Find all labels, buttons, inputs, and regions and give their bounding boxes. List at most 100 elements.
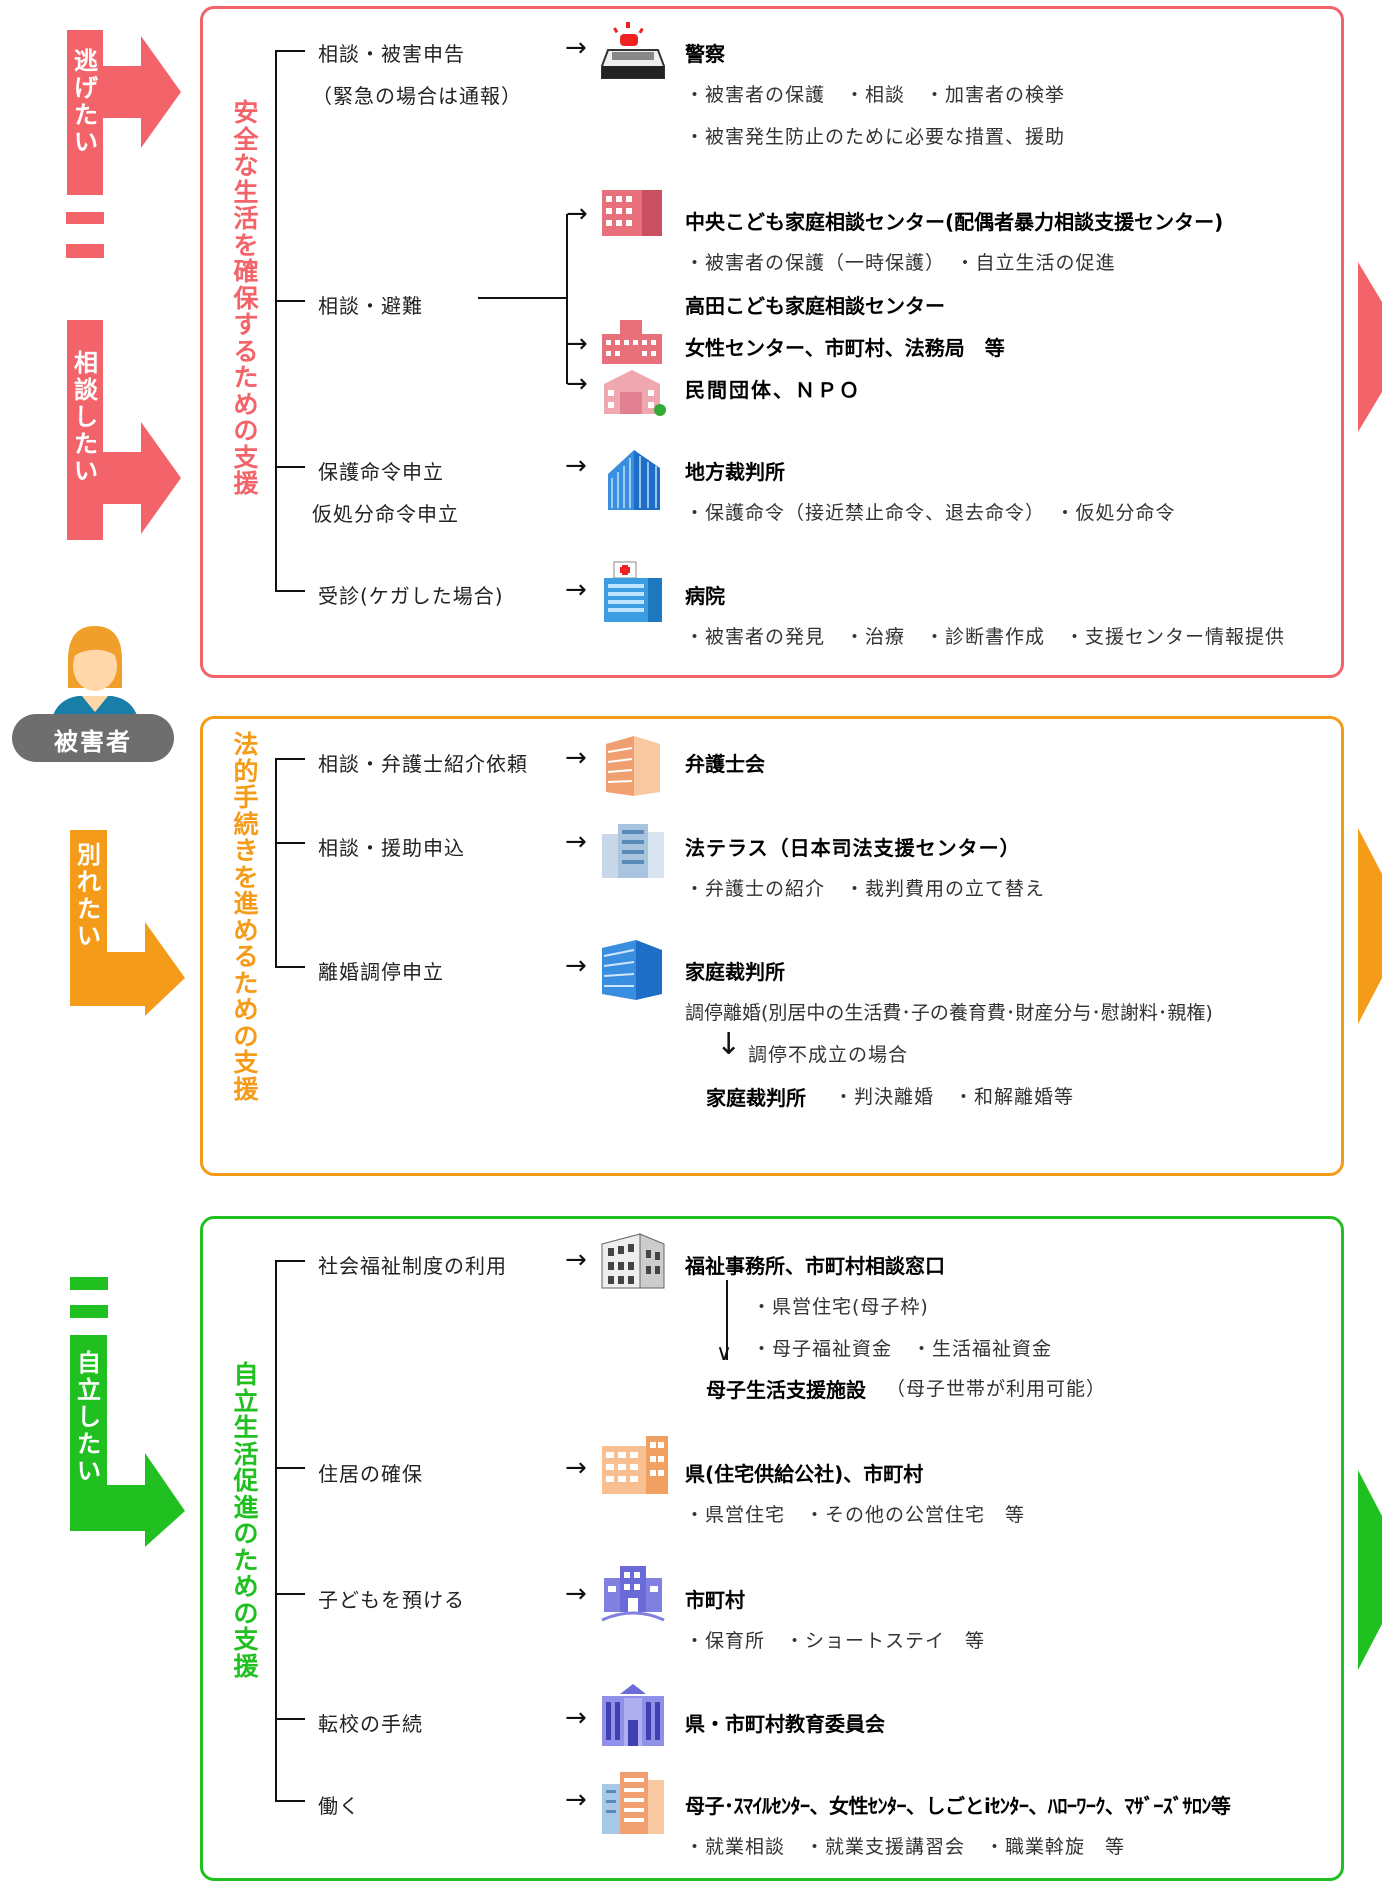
safe-branch-3 [275, 466, 305, 468]
safe-req-1a: 相談・被害申告 [318, 42, 465, 66]
hou-terrace-name: 法テラス（日本司法支援センター） [685, 836, 1021, 860]
arrow-icon: → [565, 743, 587, 773]
indep-req-5: 働く [318, 1794, 360, 1818]
school-board-building-icon [602, 1684, 664, 1746]
women-center-building-icon [602, 320, 662, 364]
indep-req-4: 転校の手続 [318, 1712, 423, 1736]
school-board-name: 県・市町村教育委員会 [685, 1712, 885, 1736]
indep-branch-4 [275, 1718, 305, 1720]
legal-right-arrow-icon [1358, 828, 1382, 1024]
legal-req-3: 離婚調停申立 [318, 960, 444, 984]
equals-sign-red [66, 212, 104, 224]
legal-support-box [200, 716, 1344, 1176]
court-building-icon [608, 450, 660, 510]
consult-label: 相談したい [74, 349, 98, 485]
legal-req-1: 相談・弁護士紹介依頼 [318, 752, 528, 776]
housing-items: ・県営住宅 ・その他の公営住宅 等 [685, 1504, 1026, 1526]
bar-association-name: 弁護士会 [685, 752, 765, 776]
nursery-building-icon [601, 1566, 665, 1622]
arrow-icon: → [566, 369, 588, 399]
arrow-icon: → [565, 33, 587, 63]
safe-req-3a: 保護命令申立 [318, 460, 444, 484]
bar-association-building-icon [606, 736, 660, 796]
district-court-name: 地方裁判所 [685, 460, 785, 484]
welfare-item-1: ・県営住宅(母子枠) [752, 1296, 929, 1318]
police-car-icon [601, 22, 665, 79]
hospital-items: ・被害者の発見 ・治療 ・診断書作成 ・支援センター情報提供 [685, 626, 1286, 648]
family-court-items: 調停離婚(別居中の生活費･子の養育費･財産分与･慰謝料･親権) [685, 1002, 1213, 1024]
separate-label: 別れたい [77, 841, 101, 950]
employment-centers-name: 母子･ｽﾏｲﾙｾﾝﾀｰ、女性ｾﾝﾀｰ、しごとiｾﾝﾀｰ、ﾊﾛｰﾜｰｸ、ﾏｻﾞｰｽ… [685, 1794, 1231, 1818]
central-family-center-name: 中央こども家庭相談センター(配偶者暴力相談支援センター) [685, 210, 1224, 234]
indep-tree-trunk [275, 1260, 277, 1800]
family-court-name-2: 家庭裁判所 [706, 1086, 806, 1110]
legal-tree-trunk [275, 758, 277, 968]
shelter-connector [478, 297, 568, 299]
equals-sign-red-lower [66, 244, 104, 258]
municipality-name: 市町村 [685, 1588, 745, 1612]
welfare-office-name: 福祉事務所、市町村相談窓口 [685, 1254, 945, 1278]
police-name: 警察 [685, 42, 725, 66]
indep-req-3: 子どもを預ける [318, 1588, 465, 1612]
victim-label: 被害者 [54, 728, 132, 756]
independence-right-arrow-icon [1358, 1470, 1382, 1670]
police-item-2: ・被害発生防止のために必要な措置、援助 [685, 126, 1066, 148]
arrow-icon: → [566, 329, 588, 359]
legal-branch-1 [275, 758, 305, 760]
central-family-center-items: ・被害者の保護（一時保護） ・自立生活の促進 [685, 252, 1116, 274]
safe-req-4: 受診(ケガした場合) [318, 584, 504, 608]
arrow-icon: → [565, 951, 587, 981]
hospital-icon [604, 561, 662, 622]
independence-support-box [200, 1216, 1344, 1881]
safe-req-2: 相談・避難 [318, 294, 423, 318]
flee-arrow [67, 30, 181, 195]
welfare-office-building-icon [601, 1233, 665, 1289]
arrow-icon: → [565, 1579, 587, 1609]
housing-provider-name: 県(住宅供給公社)、市町村 [685, 1462, 924, 1486]
safe-support-title: 安全な生活を確保するための支援 [233, 98, 259, 498]
arrow-icon: → [565, 451, 587, 481]
safe-req-1b: （緊急の場合は通報） [312, 84, 522, 108]
district-court-items: ・保護命令（接近禁止命令、退去命令） ・仮処分命令 [685, 502, 1176, 524]
indep-branch-5 [275, 1800, 305, 1802]
consult-arrow [67, 320, 181, 540]
safe-support-box [200, 6, 1344, 678]
independence-support-title: 自立生活促進のための支援 [233, 1360, 259, 1681]
legal-branch-2 [275, 842, 305, 844]
arrow-icon: → [565, 1785, 587, 1815]
arrow-icon: → [565, 827, 587, 857]
indep-branch-3 [275, 1593, 305, 1595]
mother-child-facility-note: （母子世帯が利用可能） [886, 1378, 1107, 1400]
safe-right-arrow-icon [1358, 262, 1382, 432]
mediation-failed-note: 調停不成立の場合 [748, 1044, 909, 1066]
arrow-icon: → [565, 575, 587, 605]
arrow-icon: → [565, 1703, 587, 1733]
welfare-down-line [726, 1280, 728, 1360]
police-item-1: ・被害者の保護 ・相談 ・加害者の検挙 [685, 84, 1066, 106]
family-court-building-icon [602, 940, 662, 1000]
flee-label: 逃げたい [74, 47, 98, 156]
hospital-name: 病院 [685, 584, 725, 608]
npo-name: 民間団体、ＮＰＯ [685, 378, 861, 402]
hou-terrace-items: ・弁護士の紹介 ・裁判費用の立て替え [685, 878, 1046, 900]
employment-center-building-icon [602, 1772, 664, 1834]
housing-building-icon [602, 1436, 668, 1494]
mother-child-facility-name: 母子生活支援施設 [706, 1378, 866, 1402]
independent-arrow [70, 1335, 185, 1547]
down-arrow-icon: ↓ [716, 1027, 742, 1062]
hou-terrace-building-icon [602, 824, 664, 878]
victim-badge [12, 714, 174, 762]
safe-tree-trunk [275, 50, 277, 590]
safe-branch-4 [275, 590, 305, 592]
arrow-icon: → [566, 199, 588, 229]
safe-branch-1 [275, 50, 305, 52]
independent-label: 自立したい [77, 1349, 101, 1485]
family-court-name: 家庭裁判所 [685, 960, 785, 984]
childcare-items: ・保育所 ・ショートステイ 等 [685, 1630, 986, 1652]
women-center-etc-name: 女性センター、市町村、法務局 等 [685, 336, 1005, 360]
down-arrow-icon: ∨ [716, 1341, 733, 1366]
family-center-building-icon [602, 190, 662, 236]
indep-req-1: 社会福祉制度の利用 [318, 1254, 507, 1278]
arrow-icon: → [565, 1245, 587, 1275]
equals-sign-green [70, 1277, 108, 1290]
